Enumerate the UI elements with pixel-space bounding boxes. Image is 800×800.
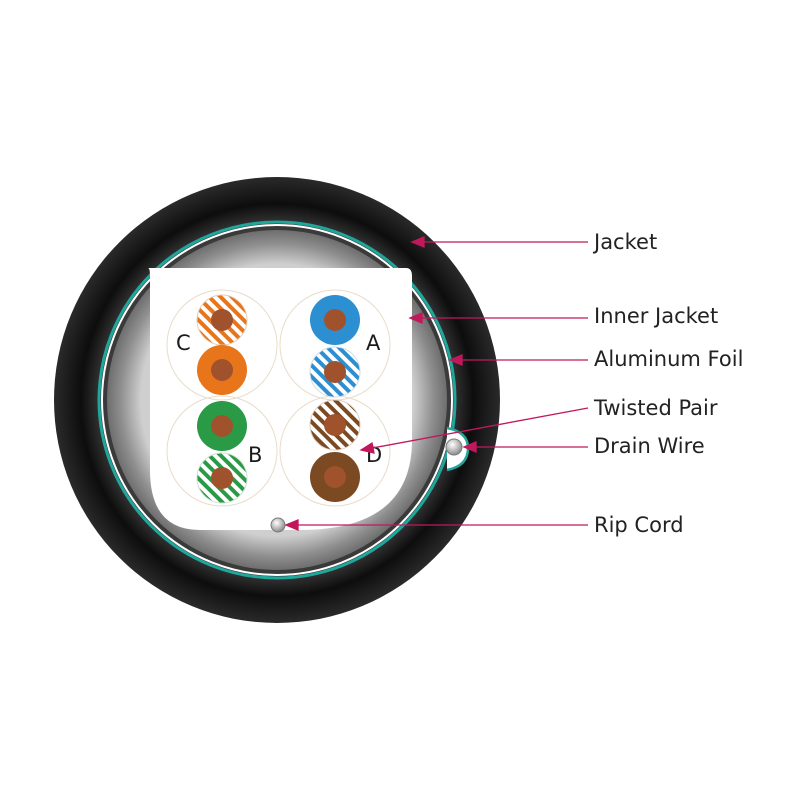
arrowhead-twisted-pair <box>359 441 375 454</box>
label-drain-wire: Drain Wire <box>594 434 705 458</box>
drain-wire <box>445 438 463 456</box>
label-jacket: Jacket <box>592 230 657 254</box>
leader-lines <box>284 236 589 531</box>
arrowhead-jacket <box>410 236 425 248</box>
copper-core <box>324 309 346 331</box>
pair-c-outline <box>166 289 278 401</box>
foil-highlight <box>101 224 453 576</box>
label-aluminum-foil: Aluminum Foil <box>594 347 743 371</box>
pair-a <box>309 295 361 398</box>
rip-cord <box>270 517 286 533</box>
arrowhead-inner-jacket <box>408 312 423 324</box>
arrowhead-rip-cord <box>284 519 299 531</box>
pair-c <box>196 294 248 395</box>
pair-d <box>309 399 361 502</box>
arrowhead-drain-wire <box>462 441 477 453</box>
copper-core <box>211 415 233 437</box>
label-rip-cord: Rip Cord <box>594 513 684 537</box>
copper-core <box>211 467 233 489</box>
pair-b-outline <box>166 395 278 507</box>
copper-core <box>211 359 233 381</box>
copper-core <box>324 466 346 488</box>
label-twisted-pair: Twisted Pair <box>593 396 718 420</box>
leader-line-twisted-pair <box>366 407 589 450</box>
pair-letter-c: C <box>176 331 191 355</box>
copper-core <box>211 309 233 331</box>
pair-letter-b: B <box>248 443 262 467</box>
label-inner-jacket: Inner Jacket <box>594 304 718 328</box>
aluminum-foil-layer <box>97 220 457 580</box>
copper-core <box>324 414 346 436</box>
pair-letter-a: A <box>366 331 381 355</box>
arrowhead-aluminum-foil <box>448 354 463 366</box>
copper-core <box>324 361 346 383</box>
pair-b <box>196 401 248 504</box>
